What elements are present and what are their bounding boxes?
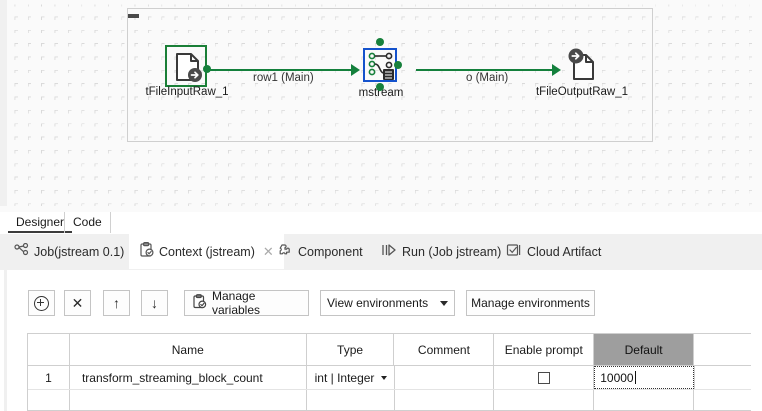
empty-index xyxy=(28,390,70,410)
empty-prompt xyxy=(494,390,595,410)
empty-default xyxy=(594,390,695,410)
row-index: 1 xyxy=(28,366,70,389)
remove-variable-button[interactable]: ✕ xyxy=(64,290,91,316)
move-down-button[interactable]: ↓ xyxy=(141,290,168,316)
tab-label: Cloud Artifact xyxy=(527,244,602,259)
arrow-down-icon: ↓ xyxy=(151,295,158,311)
default-value-text: 10000 xyxy=(600,370,634,385)
default-value-input[interactable]: 10000 xyxy=(594,366,695,389)
component-label: tFileOutputRaw_1 xyxy=(535,86,629,98)
tab-job-jstream[interactable]: Job(jstream 0.1) xyxy=(4,234,134,269)
cell-comment[interactable] xyxy=(395,366,495,389)
chevron-down-icon[interactable] xyxy=(380,375,387,380)
output-port-dot[interactable] xyxy=(394,61,402,69)
tab-component[interactable]: Component xyxy=(268,234,373,269)
selection-box xyxy=(165,45,207,87)
cell-type[interactable]: int | Integer xyxy=(307,366,395,389)
connection-row1[interactable] xyxy=(205,69,353,71)
puzzle-piece-icon xyxy=(278,243,293,261)
select-value: View environments xyxy=(327,296,429,310)
empty-spacer xyxy=(694,390,751,410)
enable-prompt-checkbox[interactable] xyxy=(537,371,550,384)
manage-variables-button[interactable]: Manage variables xyxy=(184,289,309,317)
tab-code[interactable]: Code xyxy=(64,212,111,233)
tab-run-job-jstream[interactable]: Run (Job jstream) xyxy=(371,234,511,269)
tab-label: Component xyxy=(298,244,363,259)
column-header-default[interactable]: Default xyxy=(594,334,695,365)
component-label: tFileInputRaw_1 xyxy=(145,86,229,98)
job-graph-icon xyxy=(14,242,29,260)
table-empty-row[interactable] xyxy=(28,390,751,410)
connection-o[interactable] xyxy=(416,69,556,71)
tab-label: Job(jstream 0.1) xyxy=(34,244,125,259)
cell-name[interactable]: transform_streaming_block_count xyxy=(70,366,307,389)
tab-label: Run (Job jstream) xyxy=(402,244,502,259)
arrow-up-icon: ↑ xyxy=(113,295,120,311)
editor-tab-bar: Designer Code xyxy=(0,212,762,235)
mstream-component-icon xyxy=(363,38,402,91)
file-output-raw-icon xyxy=(563,45,601,83)
output-port-dot[interactable] xyxy=(203,65,211,73)
close-icon[interactable]: ✕ xyxy=(262,243,274,259)
empty-name xyxy=(70,390,307,410)
view-tab-bar: Job(jstream 0.1) Context (jstream) ✕ Com… xyxy=(0,234,762,271)
cloud-artifact-icon xyxy=(506,243,522,260)
button-label: Manage variables xyxy=(212,289,261,317)
cell-default[interactable]: 10000 xyxy=(594,366,695,389)
context-panel: ✕ ↑ ↓ Manage variables xyxy=(0,270,762,411)
column-header-enable-prompt[interactable]: Enable prompt xyxy=(494,334,595,365)
manage-environments-button[interactable]: Manage environments xyxy=(466,290,595,316)
canvas-bottom-edge xyxy=(0,206,762,212)
context-clipboard-icon xyxy=(139,242,154,261)
move-up-button[interactable]: ↑ xyxy=(103,290,130,316)
column-header-type[interactable]: Type xyxy=(307,334,395,365)
bottom-port-dot[interactable] xyxy=(376,83,384,91)
column-header-index[interactable] xyxy=(28,334,70,365)
cell-enable-prompt[interactable] xyxy=(494,366,595,389)
component-tfileoutputraw-1[interactable]: tFileOutputRaw_1 xyxy=(536,45,628,98)
table-header-row: Name Type Comment Enable prompt Default xyxy=(28,334,751,366)
text-cursor xyxy=(634,371,636,384)
column-header-spacer xyxy=(694,334,751,365)
job-design-canvas[interactable]: row1 (Main) o (Main) tFileInputRaw_1 xyxy=(0,0,762,212)
file-input-raw-icon xyxy=(165,45,211,87)
empty-comment xyxy=(395,390,495,410)
tab-designer[interactable]: Designer xyxy=(8,212,73,233)
button-label: Manage environments xyxy=(471,296,590,310)
connection-o-arrow-icon xyxy=(552,64,561,76)
connection-o-label: o (Main) xyxy=(466,72,509,84)
component-tfileinputraw-1[interactable]: tFileInputRaw_1 xyxy=(145,45,229,98)
subjob-container[interactable] xyxy=(127,8,653,142)
chevron-down-icon xyxy=(440,300,448,306)
panel-left-edge xyxy=(0,270,4,411)
table-row[interactable]: 1 transform_streaming_block_count int | … xyxy=(28,366,751,390)
empty-type xyxy=(307,390,395,410)
component-label: mstream xyxy=(358,87,404,99)
selection-box xyxy=(363,48,397,82)
view-environments-select[interactable]: View environments xyxy=(320,290,455,316)
close-x-icon: ✕ xyxy=(71,295,84,311)
canvas-left-strip xyxy=(0,0,7,212)
column-header-name[interactable]: Name xyxy=(70,334,307,365)
tab-context-jstream[interactable]: Context (jstream) ✕ xyxy=(129,234,284,269)
run-play-icon xyxy=(381,243,397,260)
context-variables-table[interactable]: Name Type Comment Enable prompt Default … xyxy=(27,333,751,411)
subjob-collapse-minus-icon[interactable] xyxy=(128,14,139,18)
tab-label: Context (jstream) xyxy=(159,244,255,259)
column-header-comment[interactable]: Comment xyxy=(394,334,495,365)
component-mstream[interactable]: mstream xyxy=(359,38,403,99)
tab-cloud-artifact[interactable]: Cloud Artifact xyxy=(496,234,611,269)
connection-row1-arrow-icon xyxy=(351,64,360,76)
clipboard-check-icon xyxy=(192,293,207,313)
cell-spacer xyxy=(694,366,751,389)
connection-row1-label: row1 (Main) xyxy=(253,72,314,84)
top-port-dot[interactable] xyxy=(376,38,384,46)
add-variable-button[interactable] xyxy=(28,290,55,316)
type-value: int | Integer xyxy=(314,370,375,385)
plus-circle-icon xyxy=(34,295,49,311)
